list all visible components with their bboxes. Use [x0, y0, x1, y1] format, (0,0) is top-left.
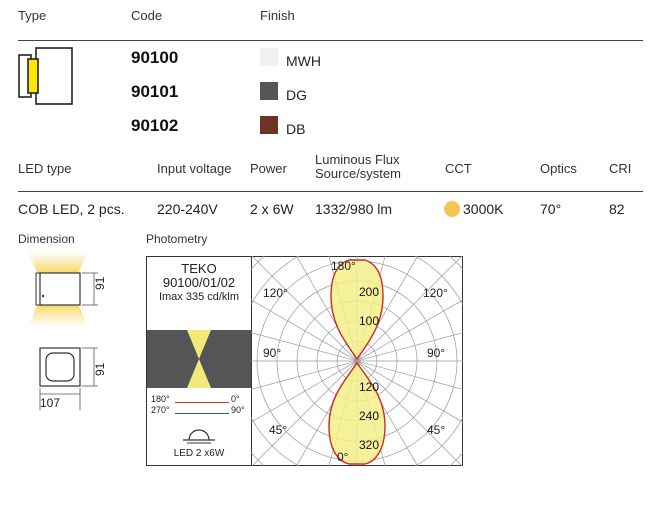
wall-lamp-icon — [18, 47, 73, 105]
legend-270: 270° — [151, 405, 170, 415]
spec-value-input-voltage: 220-240V — [157, 201, 218, 217]
dimension-width-label: 107 — [40, 396, 61, 410]
panel-imax: Imax 335 cd/klm — [158, 291, 240, 303]
led-lamp-icon — [183, 429, 215, 444]
polar-angle-0: 0° — [337, 450, 349, 464]
panel-product-name: TEKO — [181, 261, 217, 276]
finish-swatch-mwh — [260, 48, 278, 66]
finish-label-db: DB — [286, 121, 306, 137]
photometry-panel: TEKO 90100/01/02 Imax 335 cd/klm 180° 0°… — [146, 256, 252, 466]
finish-swatch-db — [260, 116, 278, 134]
product-code-1: 90100 — [131, 48, 179, 67]
panel-led-label: LED 2 x6W — [173, 448, 225, 459]
spec-value-led-type: COB LED, 2 pcs. — [18, 201, 125, 217]
polar-value-320: 320 — [359, 438, 379, 452]
polar-value-240: 240 — [359, 409, 379, 423]
upper-lobe — [330, 259, 384, 361]
polar-diagram: 180° 120° 120° 90° 90° 45° 45° 0° 200 10… — [251, 256, 463, 466]
header-finish: Finish — [260, 8, 295, 23]
polar-value-120: 120 — [359, 380, 379, 394]
polar-ray — [328, 256, 386, 466]
polar-value-200: 200 — [359, 285, 379, 299]
polar-angle-45-right: 45° — [427, 423, 445, 437]
spec-header-led-type: LED type — [18, 161, 72, 176]
spec-value-cct: 3000K — [463, 201, 504, 217]
finish-swatch-dg — [260, 82, 278, 100]
legend-180: 180° — [151, 394, 170, 404]
header-type: Type — [18, 8, 47, 23]
legend-90: 90° — [231, 405, 245, 415]
cct-color-dot — [444, 201, 460, 217]
polar-value-100: 100 — [359, 314, 379, 328]
header-code: Code — [131, 8, 163, 23]
spec-header-cct: CCT — [445, 161, 472, 176]
panel-beam-diagram — [147, 330, 251, 388]
dimension-height-label: 91 — [93, 276, 107, 290]
spec-rule — [18, 191, 643, 192]
spec-header-flux-line2: Source/system — [315, 166, 401, 181]
dimension-height2-label: 91 — [93, 362, 107, 376]
polar-rays — [251, 256, 463, 466]
finish-label-dg: DG — [286, 87, 307, 103]
dimension-side-view — [28, 252, 98, 326]
product-code-3: 90102 — [131, 116, 179, 135]
finish-label-mwh: MWH — [286, 53, 321, 69]
section-photometry: Photometry — [146, 232, 208, 246]
spec-header-cri: CRI — [609, 161, 632, 176]
spec-header-flux-line1: Luminous Flux — [315, 152, 400, 167]
header-rule — [18, 40, 643, 41]
spec-header-optics: Optics — [540, 161, 577, 176]
polar-angle-120-right: 120° — [423, 286, 448, 300]
panel-product-codes: 90100/01/02 — [162, 275, 236, 290]
polar-angle-90-right: 90° — [427, 346, 445, 360]
section-dimension: Dimension — [18, 232, 75, 246]
spec-value-power: 2 x 6W — [250, 201, 294, 217]
product-code-2: 90101 — [131, 82, 179, 101]
legend-0: 0° — [231, 394, 240, 404]
polar-angle-90-left: 90° — [263, 346, 281, 360]
polar-angle-180: 180° — [331, 259, 356, 273]
spec-value-flux: 1332/980 lm — [315, 201, 393, 217]
polar-angle-120-left: 120° — [263, 286, 288, 300]
spec-header-power: Power — [250, 161, 287, 176]
legend-line-red — [175, 402, 229, 403]
legend-line-blue — [175, 413, 229, 414]
spec-value-cri: 82 — [609, 201, 625, 217]
dimension-front-view — [39, 347, 98, 410]
polar-angle-45-left: 45° — [269, 423, 287, 437]
spec-header-flux: Luminous Flux Source/system — [315, 153, 401, 181]
lower-lobe — [328, 361, 386, 465]
spec-header-input-voltage: Input voltage — [157, 161, 232, 176]
spec-value-optics: 70° — [540, 201, 562, 217]
